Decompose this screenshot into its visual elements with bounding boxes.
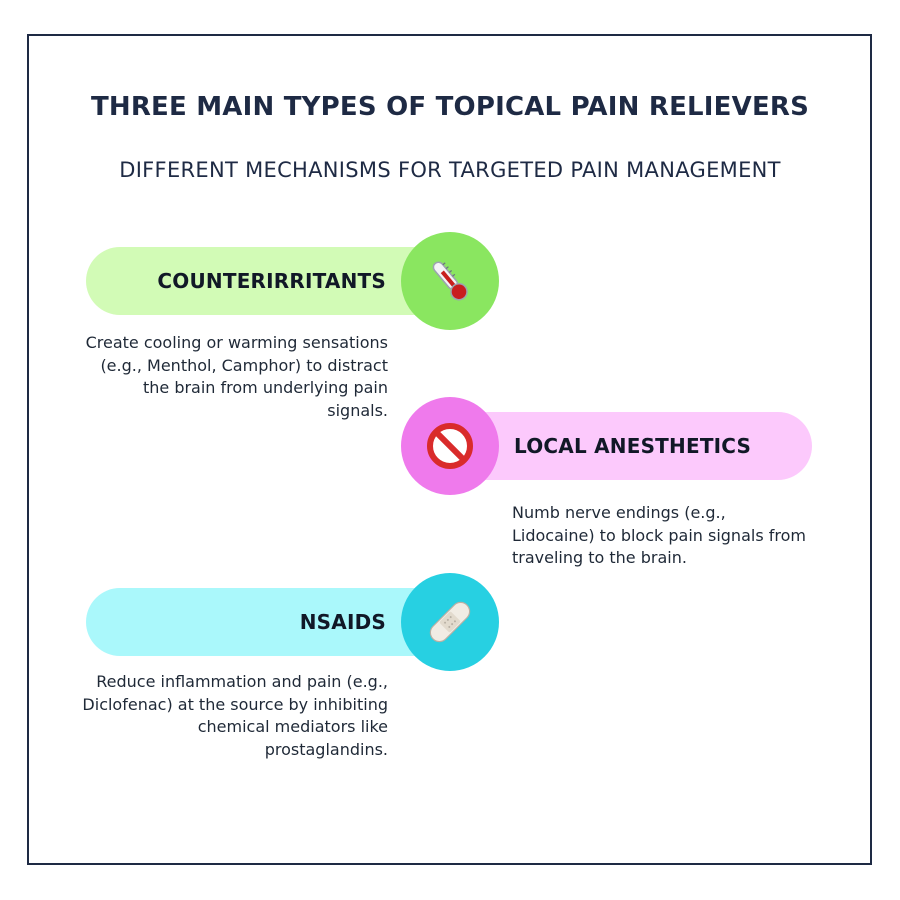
local-anesthetics-pill: LOCAL ANESTHETICS <box>436 412 812 480</box>
infographic-frame <box>27 34 872 865</box>
local-anesthetics-description: Numb nerve endings (e.g., Lidocaine) to … <box>512 503 806 567</box>
page-subtitle: DIFFERENT MECHANISMS FOR TARGETED PAIN M… <box>119 158 781 182</box>
bandage-icon <box>401 573 499 671</box>
no-entry-icon <box>401 397 499 495</box>
nsaids-label: NSAIDS <box>299 610 386 634</box>
counterirritants-description: Create cooling or warming sensations (e.… <box>85 333 388 420</box>
page-title: THREE MAIN TYPES OF TOPICAL PAIN RELIEVE… <box>90 92 810 122</box>
thermometer-icon <box>401 232 499 330</box>
counterirritants-label: COUNTERIRRITANTS <box>157 269 386 293</box>
nsaids-description: Reduce inflammation and pain (e.g., Dicl… <box>82 672 388 759</box>
local-anesthetics-label: LOCAL ANESTHETICS <box>514 434 752 458</box>
